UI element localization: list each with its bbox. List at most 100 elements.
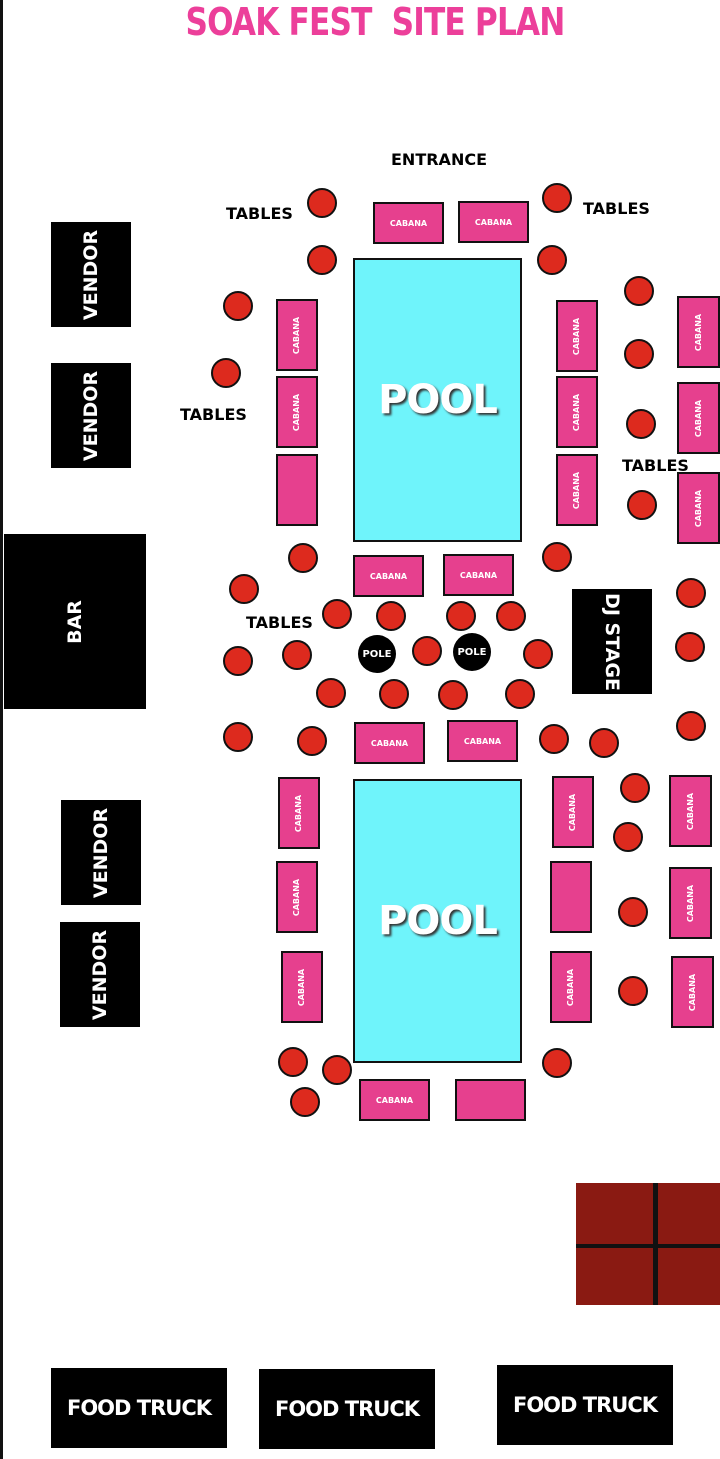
cabana: CABANA bbox=[359, 1079, 430, 1121]
food-truck-3: FOOD TRUCK bbox=[497, 1365, 673, 1445]
cabana-label: CABANA bbox=[292, 878, 302, 916]
cabana: CABANA bbox=[354, 722, 425, 764]
tables-label-top-right: TABLES bbox=[583, 199, 650, 218]
vendor-booth-4-label: VENDOR bbox=[89, 929, 112, 1020]
cabana: CABANA bbox=[671, 956, 714, 1028]
pool-bottom-label: POOL bbox=[378, 898, 498, 944]
table bbox=[229, 574, 259, 604]
vendor-booth-4: VENDOR bbox=[60, 922, 140, 1027]
table bbox=[542, 183, 572, 213]
table bbox=[288, 543, 318, 573]
cabana: CABANA bbox=[556, 376, 598, 448]
cabana-label: CABANA bbox=[369, 571, 408, 581]
table bbox=[496, 601, 526, 631]
table bbox=[223, 646, 253, 676]
cabana-label: CABANA bbox=[297, 968, 307, 1006]
cabana-label: CABANA bbox=[370, 738, 409, 748]
table bbox=[278, 1047, 308, 1077]
pool-top: POOL bbox=[353, 258, 522, 542]
vendor-booth-1-label: VENDOR bbox=[80, 229, 103, 320]
cabana: CABANA bbox=[669, 867, 712, 939]
table bbox=[539, 724, 569, 754]
table bbox=[322, 599, 352, 629]
cabana-label: CABANA bbox=[568, 793, 578, 831]
table bbox=[505, 679, 535, 709]
cabana: CABANA bbox=[276, 299, 318, 371]
entrance-label: ENTRANCE bbox=[391, 150, 487, 169]
cabana-label: CABANA bbox=[694, 489, 703, 527]
cabana-unlabeled bbox=[276, 454, 318, 526]
pool-top-label: POOL bbox=[378, 377, 498, 423]
table bbox=[223, 291, 253, 321]
table bbox=[523, 639, 553, 669]
food-truck-2-label: FOOD TRUCK bbox=[274, 1397, 420, 1421]
cabana: CABANA bbox=[677, 472, 720, 544]
cabana: CABANA bbox=[443, 554, 514, 596]
tables-label-center: TABLES bbox=[246, 613, 313, 632]
table bbox=[297, 726, 327, 756]
dj-stage-label: DJ STAGE bbox=[601, 592, 623, 691]
table bbox=[620, 773, 650, 803]
pool-bottom: POOL bbox=[353, 779, 522, 1063]
cabana-label: CABANA bbox=[694, 313, 703, 351]
cabana: CABANA bbox=[556, 454, 598, 526]
table bbox=[618, 897, 648, 927]
cabana-label: CABANA bbox=[294, 794, 304, 832]
table bbox=[542, 1048, 572, 1078]
table bbox=[613, 822, 643, 852]
bar-area: BAR bbox=[4, 534, 146, 709]
left-border bbox=[0, 0, 3, 1459]
table bbox=[438, 680, 468, 710]
cabana: CABANA bbox=[447, 720, 518, 762]
cabana-label: CABANA bbox=[572, 471, 582, 509]
table bbox=[282, 640, 312, 670]
cabana: CABANA bbox=[669, 775, 712, 847]
pole-left-label: POLE bbox=[362, 648, 392, 660]
table bbox=[211, 358, 241, 388]
vendor-booth-3-label: VENDOR bbox=[90, 807, 113, 898]
table bbox=[618, 976, 648, 1006]
table bbox=[676, 711, 706, 741]
cabana-label: CABANA bbox=[389, 218, 428, 228]
food-truck-1: FOOD TRUCK bbox=[51, 1368, 227, 1448]
table bbox=[290, 1087, 320, 1117]
food-truck-2: FOOD TRUCK bbox=[259, 1369, 435, 1449]
cabana: CABANA bbox=[373, 202, 444, 244]
cabana-label: CABANA bbox=[292, 393, 302, 431]
cabana-label: CABANA bbox=[375, 1095, 414, 1105]
table bbox=[542, 542, 572, 572]
table bbox=[376, 601, 406, 631]
table bbox=[676, 578, 706, 608]
map-title: SOAK FEST SITE PLAN bbox=[185, 0, 565, 44]
dj-stage: DJ STAGE bbox=[572, 589, 652, 694]
table bbox=[589, 728, 619, 758]
cabana-label: CABANA bbox=[474, 217, 513, 227]
grid-line-vertical bbox=[653, 1183, 658, 1305]
pole-right-label: POLE bbox=[457, 646, 487, 658]
table bbox=[322, 1055, 352, 1085]
food-truck-3-label: FOOD TRUCK bbox=[512, 1393, 658, 1417]
pole-right: POLE bbox=[453, 633, 491, 671]
cabana-label: CABANA bbox=[688, 973, 697, 1011]
table bbox=[316, 678, 346, 708]
cabana-label: CABANA bbox=[566, 968, 576, 1006]
cabana: CABANA bbox=[550, 951, 592, 1023]
table bbox=[627, 490, 657, 520]
cabana: CABANA bbox=[556, 300, 598, 372]
cabana: CABANA bbox=[552, 776, 594, 848]
cabana: CABANA bbox=[458, 201, 529, 243]
cabana-label: CABANA bbox=[686, 792, 695, 830]
cabana: CABANA bbox=[276, 861, 318, 933]
grid-line-horizontal bbox=[576, 1244, 720, 1248]
vendor-booth-2-label: VENDOR bbox=[80, 370, 103, 461]
table bbox=[537, 245, 567, 275]
cabana: CABANA bbox=[677, 382, 720, 454]
cabana-label: CABANA bbox=[572, 393, 582, 431]
table bbox=[446, 601, 476, 631]
cabana: CABANA bbox=[278, 777, 320, 849]
vendor-booth-3: VENDOR bbox=[61, 800, 141, 905]
tables-label-left: TABLES bbox=[180, 405, 247, 424]
cabana-label: CABANA bbox=[572, 317, 582, 355]
table bbox=[223, 722, 253, 752]
vendor-booth-1: VENDOR bbox=[51, 222, 131, 327]
